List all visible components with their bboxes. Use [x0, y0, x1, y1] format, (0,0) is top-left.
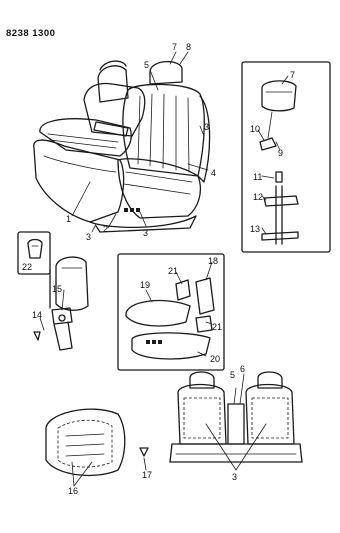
callout-21-lower: 21: [212, 322, 222, 332]
callout-7-headrest: 7: [290, 70, 295, 80]
side-shield-assembly: [33, 256, 89, 351]
callout-3-rear: 3: [232, 472, 237, 482]
callout-8: 8: [186, 42, 191, 52]
headrest-inset: [241, 61, 331, 253]
callout-16: 16: [68, 486, 78, 496]
callout-22: 22: [22, 262, 32, 272]
cushion-pad-assembly: [45, 408, 149, 487]
part-22-inset: [17, 231, 51, 275]
callout-20: 20: [210, 354, 220, 364]
callout-3-seat-right: 3: [204, 122, 209, 132]
diagram-id: 8238 1300: [6, 28, 55, 39]
rear-view-inset: [169, 371, 303, 471]
callout-3-seat-left: 3: [86, 232, 91, 242]
callout-10: 10: [250, 124, 260, 134]
callout-4: 4: [211, 168, 216, 178]
callout-2: 2: [103, 224, 108, 234]
callout-5: 5: [144, 60, 149, 70]
callout-5-rear: 5: [230, 370, 235, 380]
callout-18: 18: [208, 256, 218, 266]
callout-labels: 1 2 3 3 3 4 5 7 8 7 10 9 11 12 13 22 15 …: [22, 42, 295, 496]
callout-21-upper: 21: [168, 266, 178, 276]
main-seat-assembly: [33, 60, 211, 233]
callout-7: 7: [172, 42, 177, 52]
callout-17: 17: [142, 470, 152, 480]
callout-13: 13: [250, 224, 260, 234]
callout-11: 11: [253, 172, 262, 182]
callout-14: 14: [32, 310, 42, 320]
callout-19: 19: [140, 280, 150, 290]
main-seat-leaders: [71, 51, 209, 233]
callout-12: 12: [253, 192, 263, 202]
callout-9: 9: [278, 148, 283, 158]
callout-6: 6: [240, 364, 245, 374]
shields-inset: [117, 253, 225, 371]
callout-15: 15: [52, 284, 62, 294]
callout-1: 1: [66, 214, 71, 224]
callout-3-seat-center: 3: [143, 228, 148, 238]
